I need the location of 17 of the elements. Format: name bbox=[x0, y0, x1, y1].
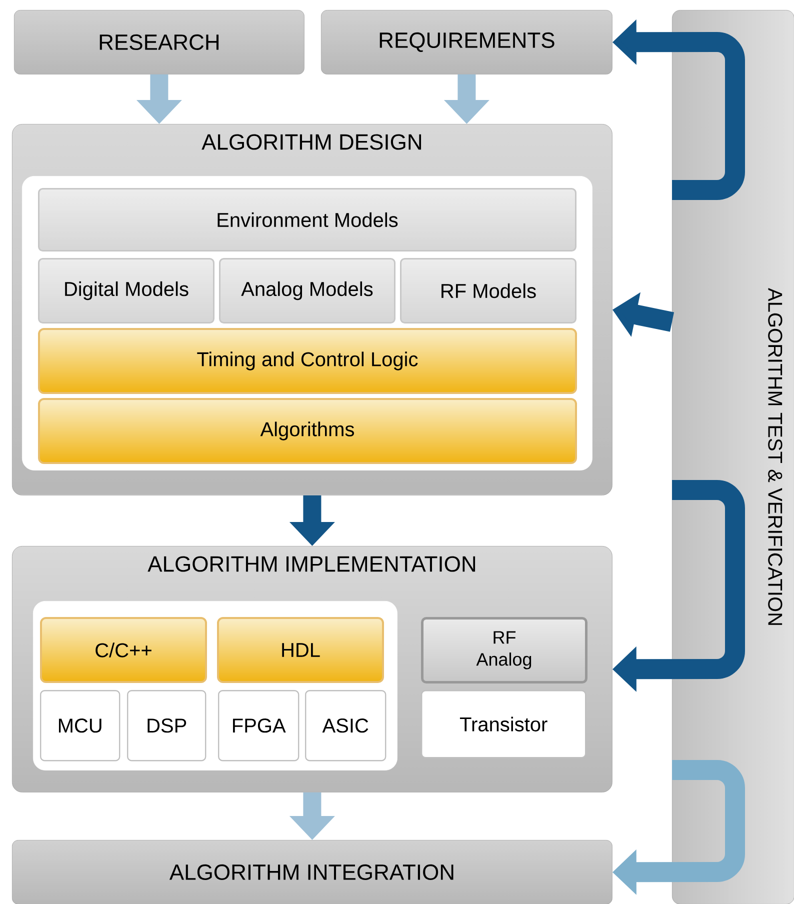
model-box: Digital Models bbox=[38, 258, 214, 324]
stage-box: RESEARCH bbox=[14, 10, 304, 74]
target-box: Transistor bbox=[421, 690, 586, 758]
stage-box: REQUIREMENTS bbox=[321, 10, 612, 74]
target-box: FPGA bbox=[218, 690, 300, 762]
layer-box: C/C++ bbox=[40, 617, 207, 683]
model-box: Analog Models bbox=[219, 258, 396, 324]
target-box: DSP bbox=[127, 690, 206, 762]
stage-box: ALGORITHM INTEGRATION bbox=[12, 840, 612, 904]
model-box: Environment Models bbox=[38, 188, 576, 252]
layer-box: Timing and Control Logic bbox=[38, 328, 577, 394]
model-box: RF Models bbox=[400, 258, 576, 324]
model-box: RF Analog bbox=[421, 617, 588, 684]
layer-box: Algorithms bbox=[38, 398, 577, 464]
target-box: ASIC bbox=[305, 690, 386, 762]
layer-box: HDL bbox=[217, 617, 384, 683]
target-box: MCU bbox=[40, 690, 120, 762]
